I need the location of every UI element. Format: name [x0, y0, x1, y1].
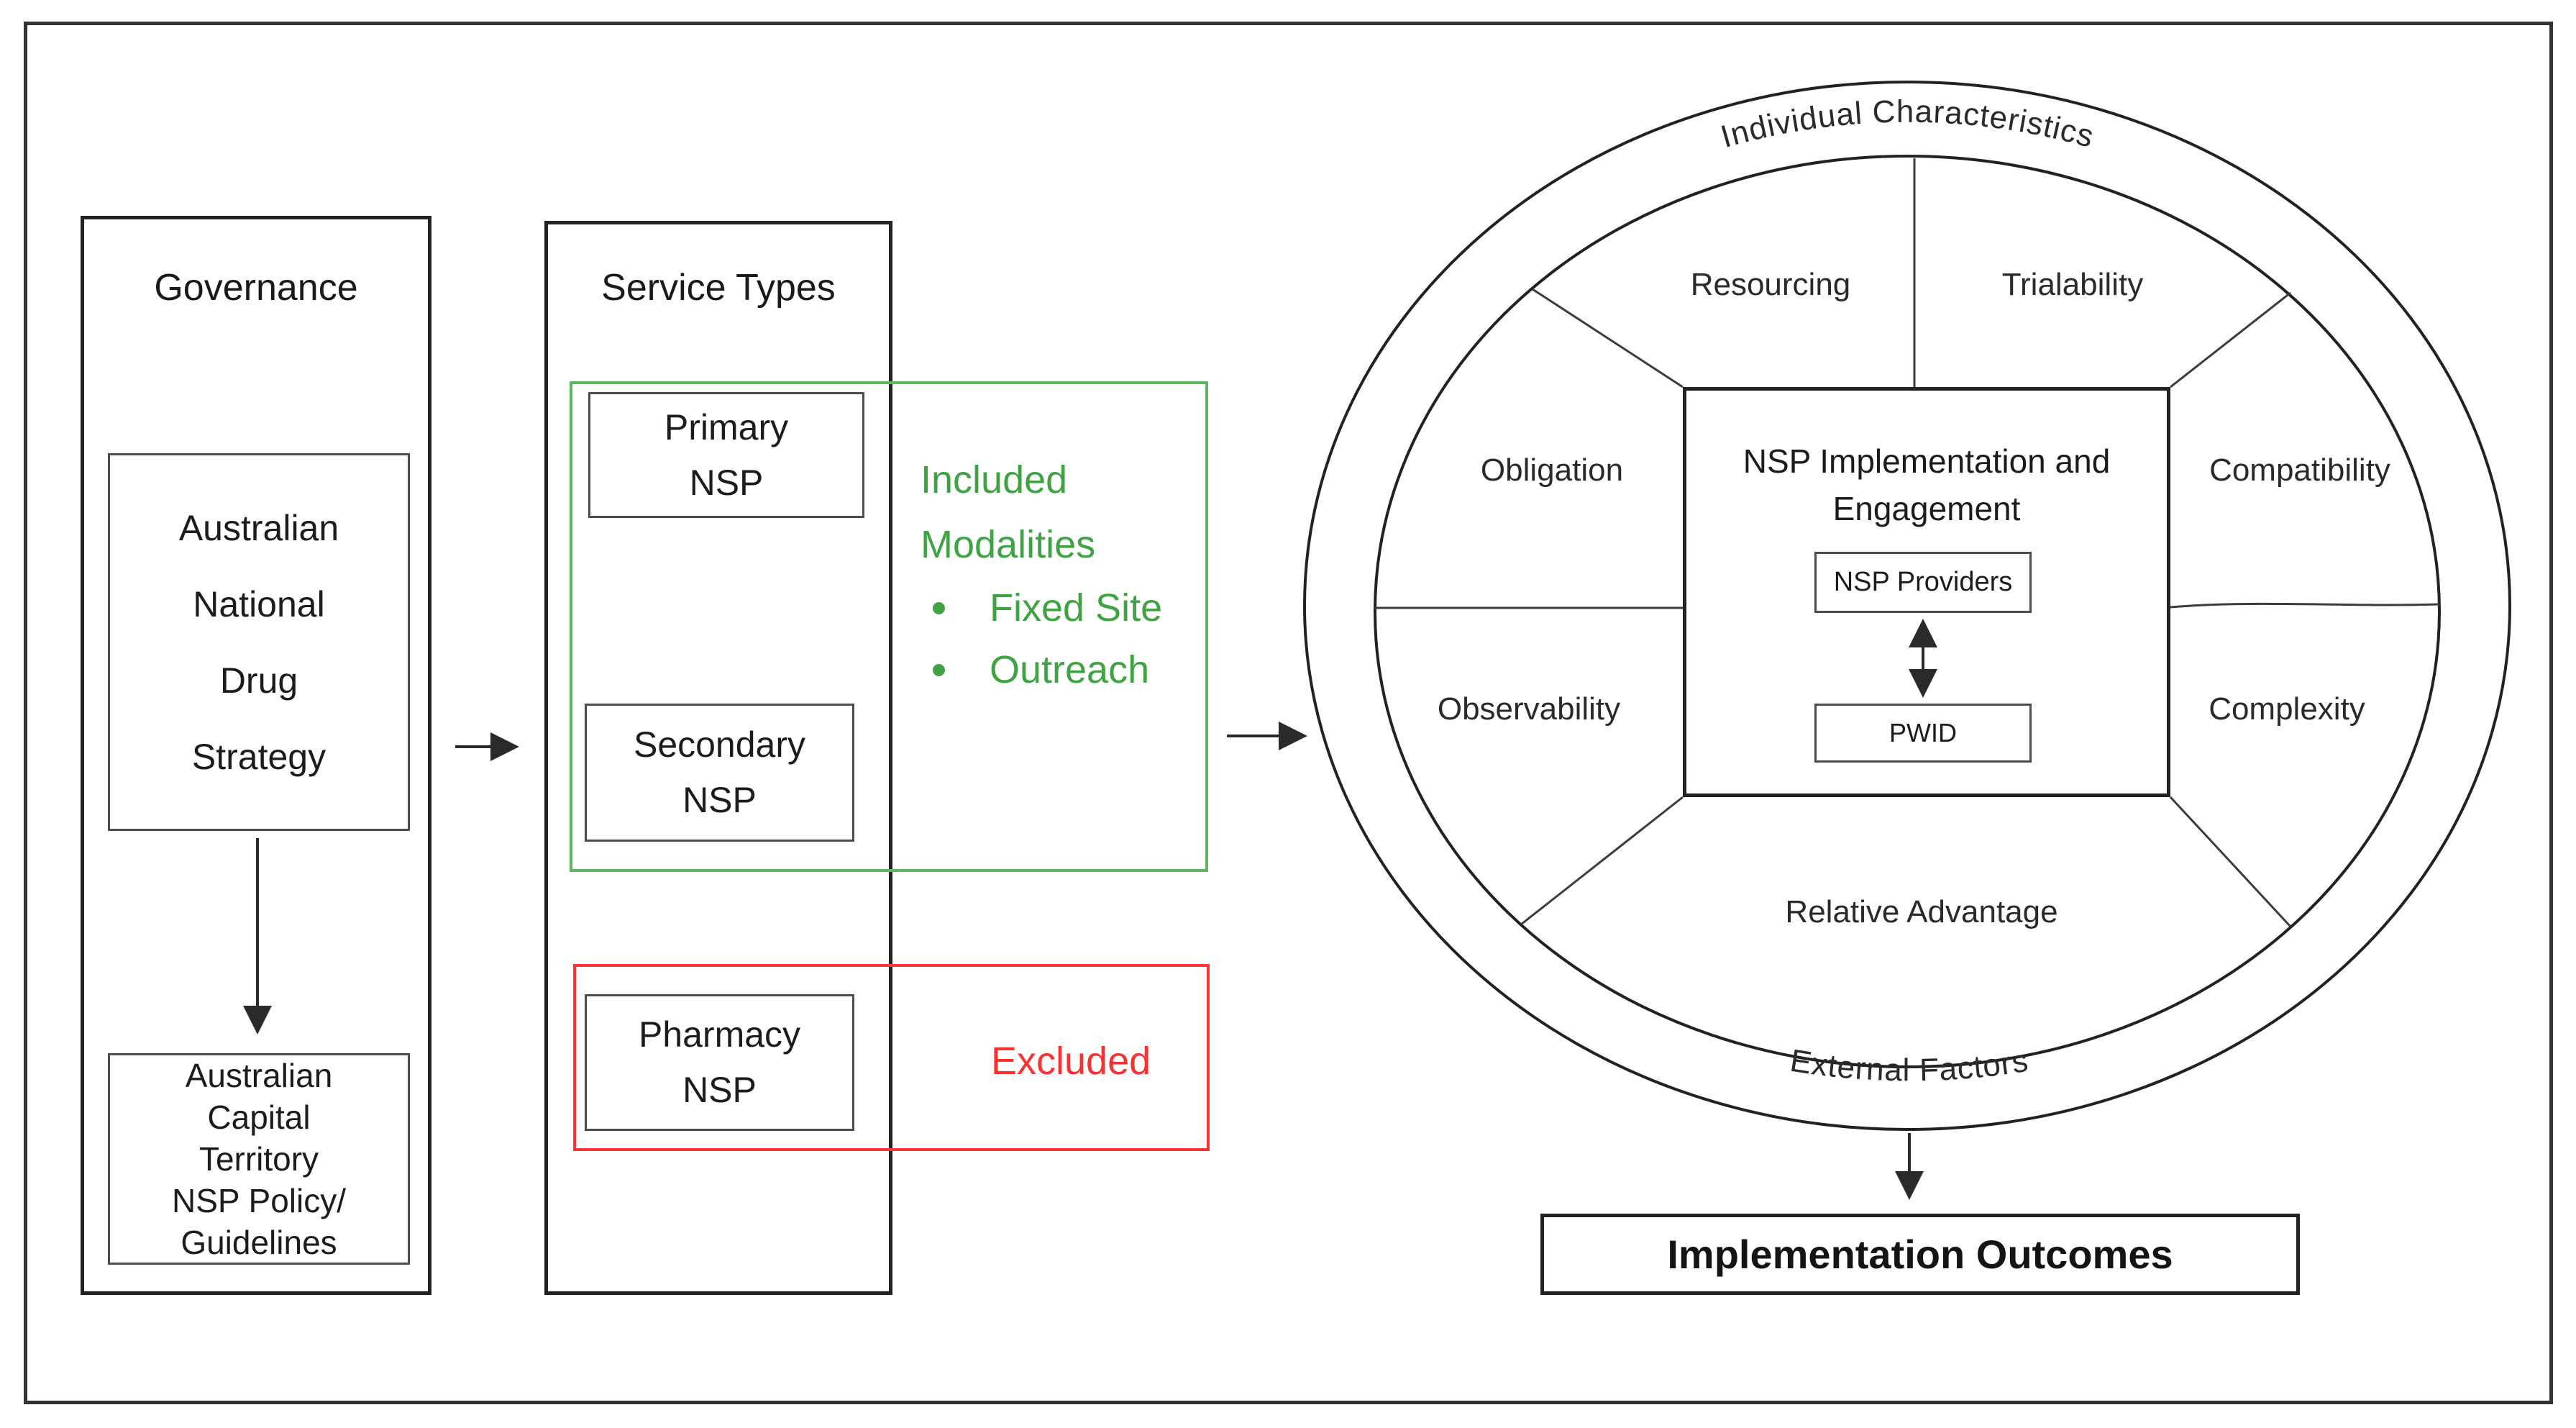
- excluded-outline: [573, 964, 1210, 1151]
- service-types-panel: [544, 221, 892, 1295]
- included-modality-label: Fixed Site: [990, 586, 1163, 629]
- secondary-nsp-box: Secondary NSP: [585, 704, 854, 842]
- act-policy-guidelines-box: Australian Capital Territory NSP Policy/…: [108, 1053, 410, 1265]
- segment-divider-upper-left-diagonal: [1532, 288, 1684, 388]
- governance-title: Governance: [154, 267, 358, 309]
- segment-label-relative-advantage: Relative Advantage: [1785, 894, 2057, 929]
- segment-label-observability: Observability: [1438, 691, 1620, 727]
- implementation-outcomes-label: Implementation Outcomes: [1667, 1232, 2173, 1277]
- segment-divider-lower-left-diagonal: [1520, 796, 1684, 926]
- included-modality-item: Fixed Site: [921, 577, 1230, 639]
- included-modalities-block: Included Modalities Fixed Site Outreach: [921, 447, 1230, 701]
- segment-label-resourcing: Resourcing: [1691, 267, 1851, 302]
- segment-label-compatibility: Compatibility: [2209, 452, 2390, 488]
- segment-label-obligation: Obligation: [1481, 452, 1623, 488]
- nsp-implementation-box: [1683, 387, 2170, 797]
- included-modalities-heading: Included Modalities: [921, 458, 1096, 566]
- segment-label-complexity: Complexity: [2209, 691, 2365, 727]
- figure-border: [24, 22, 2553, 1404]
- inner-ellipse: [1374, 155, 2441, 1068]
- bullet-icon: [933, 601, 945, 614]
- governance-panel: [81, 216, 431, 1295]
- pwid-box: PWID: [1814, 704, 2032, 763]
- included-modalities-outline: [570, 381, 1208, 872]
- segment-divider-right-horizontal: [2170, 602, 2440, 609]
- nsp-providers-box: NSP Providers: [1814, 552, 2032, 613]
- segment-label-trialability: Trialability: [2002, 267, 2143, 302]
- implementation-outcomes-box: Implementation Outcomes: [1540, 1214, 2300, 1295]
- nsp-implementation-title: NSP Implementation and Engagement: [1743, 442, 2111, 527]
- pharmacy-nsp-box: Pharmacy NSP: [585, 994, 854, 1131]
- segment-divider-lower-right-diagonal: [2169, 796, 2292, 928]
- segment-divider-upper-right-diagonal: [2170, 291, 2291, 388]
- bullet-icon: [933, 663, 945, 676]
- primary-nsp-box: Primary NSP: [588, 392, 864, 518]
- excluded-label: Excluded: [991, 1040, 1151, 1083]
- included-modality-label: Outreach: [990, 648, 1150, 691]
- included-modality-item: Outreach: [921, 639, 1230, 701]
- national-drug-strategy-box: Australian National Drug Strategy: [108, 453, 410, 831]
- outer-ellipse: [1303, 81, 2511, 1131]
- service-types-title: Service Types: [601, 267, 836, 309]
